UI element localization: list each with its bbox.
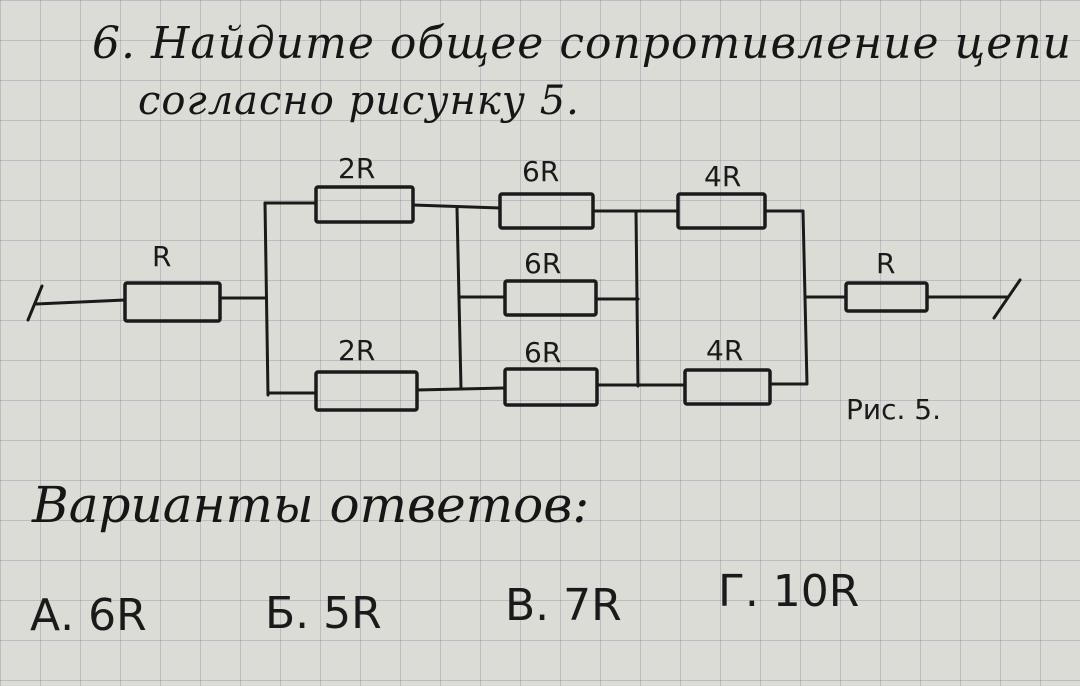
- resistor-4r-bottom: [683, 368, 772, 406]
- wire-left-lead: [34, 298, 127, 306]
- question-line-2: согласно рисунку 5.: [138, 78, 580, 124]
- resistor-6r-bottom: [503, 367, 599, 407]
- label-4r-bottom: 4R: [706, 334, 743, 367]
- label-4r-top: 4R: [704, 160, 741, 193]
- label-right-resistor: R: [876, 247, 895, 280]
- label-left-resistor: R: [152, 240, 171, 273]
- label-6r-top: 6R: [522, 155, 559, 188]
- resistor-4r-top: [676, 192, 767, 230]
- answers-title: Варианты ответов:: [32, 476, 590, 534]
- resistor-2r-bottom: [314, 370, 419, 412]
- resistor-6r-top: [498, 192, 595, 230]
- wire-node2-vertical: [634, 209, 640, 388]
- resistor-6r-middle: [503, 279, 598, 317]
- label-6r-bottom: 6R: [524, 336, 561, 369]
- resistor-right: [844, 281, 929, 313]
- answer-option-v: В. 7R: [505, 580, 622, 631]
- figure-caption: Рис. 5.: [846, 393, 941, 426]
- label-2r-bottom: 2R: [338, 334, 375, 367]
- resistor-left: [123, 281, 222, 323]
- wire-split-vertical: [263, 201, 270, 397]
- label-2r-top: 2R: [338, 152, 375, 185]
- answer-option-a: А. 6R: [30, 590, 147, 641]
- resistor-2r-top: [314, 185, 415, 224]
- label-6r-middle: 6R: [524, 247, 561, 280]
- answer-option-b: Б. 5R: [265, 588, 382, 639]
- answer-option-g: Г. 10R: [718, 566, 860, 617]
- wire-2r-top-out: [411, 203, 502, 210]
- terminal-left-slash: [26, 284, 44, 322]
- question-line-1: 6. Найдите общее сопротивление цепи: [92, 18, 1072, 69]
- terminal-right-slash: [992, 278, 1022, 320]
